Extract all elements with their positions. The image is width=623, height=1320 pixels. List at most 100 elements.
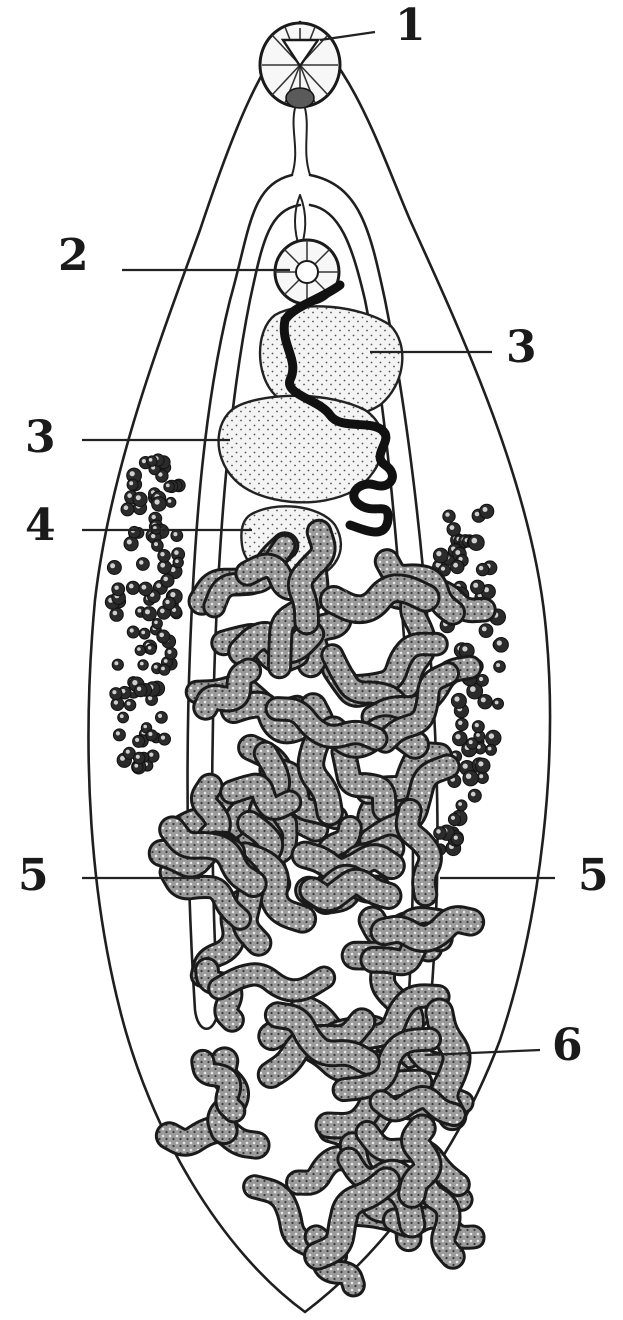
vitelline-follicle	[159, 733, 171, 745]
vitelline-follicle	[165, 647, 177, 659]
vitelline-follicle-highlight	[166, 484, 170, 488]
vitelline-follicle-highlight	[455, 734, 460, 739]
vitelline-follicle-highlight	[140, 662, 144, 666]
vitelline-follicle-highlight	[450, 525, 455, 530]
vitelline-follicle-highlight	[130, 471, 135, 476]
vitelline-follicle	[129, 526, 141, 538]
vitelline-follicle-highlight	[475, 512, 480, 517]
vitelline-follicle	[121, 503, 134, 516]
vitelline-follicle-highlight	[478, 761, 483, 766]
vitelline-follicle-highlight	[174, 550, 179, 555]
vitelline-follicle-highlight	[134, 764, 138, 768]
uterus-loop	[219, 974, 324, 990]
vitelline-follicle	[133, 735, 145, 747]
vitelline-follicle-highlight	[135, 738, 139, 742]
vitelline-follicle-highlight	[139, 560, 143, 564]
vitelline-follicle-highlight	[129, 584, 134, 589]
vitelline-follicle-highlight	[114, 661, 118, 665]
vitelline-follicle-highlight	[479, 774, 483, 778]
vitelline-follicle	[124, 537, 138, 551]
vitelline-follicle	[456, 718, 468, 730]
vitelline-follicle-highlight	[138, 609, 142, 613]
vitelline-follicle-highlight	[451, 816, 455, 820]
vitelline-follicle-highlight	[126, 750, 130, 754]
vitelline-follicle-highlight	[466, 774, 471, 779]
vitelline-follicle	[142, 607, 156, 621]
vitelline-follicle-highlight	[488, 747, 492, 751]
vitelline-follicle	[139, 628, 150, 639]
vitelline-follicle	[158, 550, 171, 563]
label-1: 1	[395, 0, 426, 51]
vitelline-follicle	[127, 626, 139, 638]
vitelline-follicle-highlight	[454, 836, 458, 840]
uterus-loop	[412, 1128, 428, 1194]
vitelline-follicle-highlight	[143, 725, 147, 729]
vitelline-follicle-highlight	[495, 701, 499, 705]
uterus	[162, 532, 484, 1285]
vitelline-follicle	[463, 771, 478, 786]
vitelline-follicle-highlight	[155, 499, 160, 504]
vitelline-follicle	[159, 664, 170, 675]
vitelline-follicle-highlight	[154, 621, 158, 625]
vitelline-follicle	[451, 560, 464, 573]
label-5-left: 5	[18, 850, 49, 901]
vitelline-follicle-highlight	[160, 609, 165, 614]
vitelline-follicle-highlight	[479, 566, 483, 570]
vitelline-follicle-highlight	[436, 829, 440, 833]
vitelline-follicle-highlight	[142, 459, 146, 463]
vitelline-follicle-highlight	[496, 663, 500, 667]
vitelline-follicle	[448, 813, 460, 825]
vitelline-follicle-highlight	[127, 540, 132, 545]
vitelline-follicle	[110, 688, 122, 700]
vitelline-follicle-highlight	[441, 567, 445, 571]
vitelline-follicle-highlight	[120, 714, 124, 718]
vitelline-follicle	[152, 497, 167, 512]
vitelline-follicle-highlight	[479, 677, 483, 681]
vitelline-follicle-highlight	[454, 696, 459, 701]
vitelline-follicle-highlight	[469, 740, 473, 744]
vitelline-follicle-highlight	[137, 647, 141, 651]
vitelline-follicle-highlight	[129, 481, 133, 485]
label-3-posterior: 3	[25, 412, 56, 463]
label-6: 6	[552, 1020, 583, 1071]
vitelline-follicle-highlight	[475, 723, 479, 727]
vitelline-follicle-highlight	[458, 802, 462, 806]
vitelline-follicle	[137, 558, 150, 571]
vitelline-follicle-highlight	[136, 495, 141, 500]
vitelline-follicle	[166, 497, 176, 507]
label-3-anterior: 3	[506, 322, 537, 373]
vitelline-follicle-highlight	[168, 499, 172, 503]
vitelline-follicle-highlight	[130, 628, 134, 632]
vitelline-follicle-highlight	[145, 609, 150, 614]
vitelline-follicle-highlight	[148, 646, 152, 650]
vitelline-follicle	[451, 833, 463, 845]
vitelline-follicle-highlight	[473, 583, 478, 588]
vitelline-follicle-highlight	[159, 633, 164, 638]
pharynx	[286, 88, 314, 175]
vitelline-follicle-highlight	[148, 732, 152, 736]
vitelline-follicle	[471, 580, 485, 594]
vitelline-follicle	[126, 581, 139, 594]
vitelline-follicle-highlight	[158, 714, 162, 718]
vitelline-follicle-highlight	[453, 563, 458, 568]
vitelline-follicle-highlight	[173, 532, 177, 536]
vitelline-glands-left	[105, 454, 185, 774]
vitelline-follicle-highlight	[160, 552, 164, 556]
vitelline-follicle-highlight	[116, 731, 120, 735]
vitelline-follicle-highlight	[136, 755, 140, 759]
vitelline-follicle-highlight	[482, 627, 487, 632]
vitelline-follicle-highlight	[463, 764, 468, 769]
vitelline-follicle-highlight	[137, 687, 141, 691]
vitelline-follicle-highlight	[132, 680, 137, 685]
vitelline-follicle	[138, 660, 148, 670]
vitelline-follicle-highlight	[161, 667, 165, 671]
vitelline-follicle-highlight	[167, 650, 171, 654]
vitelline-follicle-highlight	[127, 493, 132, 498]
vitelline-follicle-highlight	[141, 631, 145, 635]
vitelline-follicle-highlight	[149, 458, 153, 462]
vitelline-follicle-highlight	[161, 736, 165, 740]
vitelline-follicle-highlight	[142, 585, 147, 590]
vitelline-follicle-highlight	[114, 700, 118, 704]
vitelline-follicle-highlight	[114, 586, 118, 590]
vitelline-follicle	[152, 619, 162, 629]
